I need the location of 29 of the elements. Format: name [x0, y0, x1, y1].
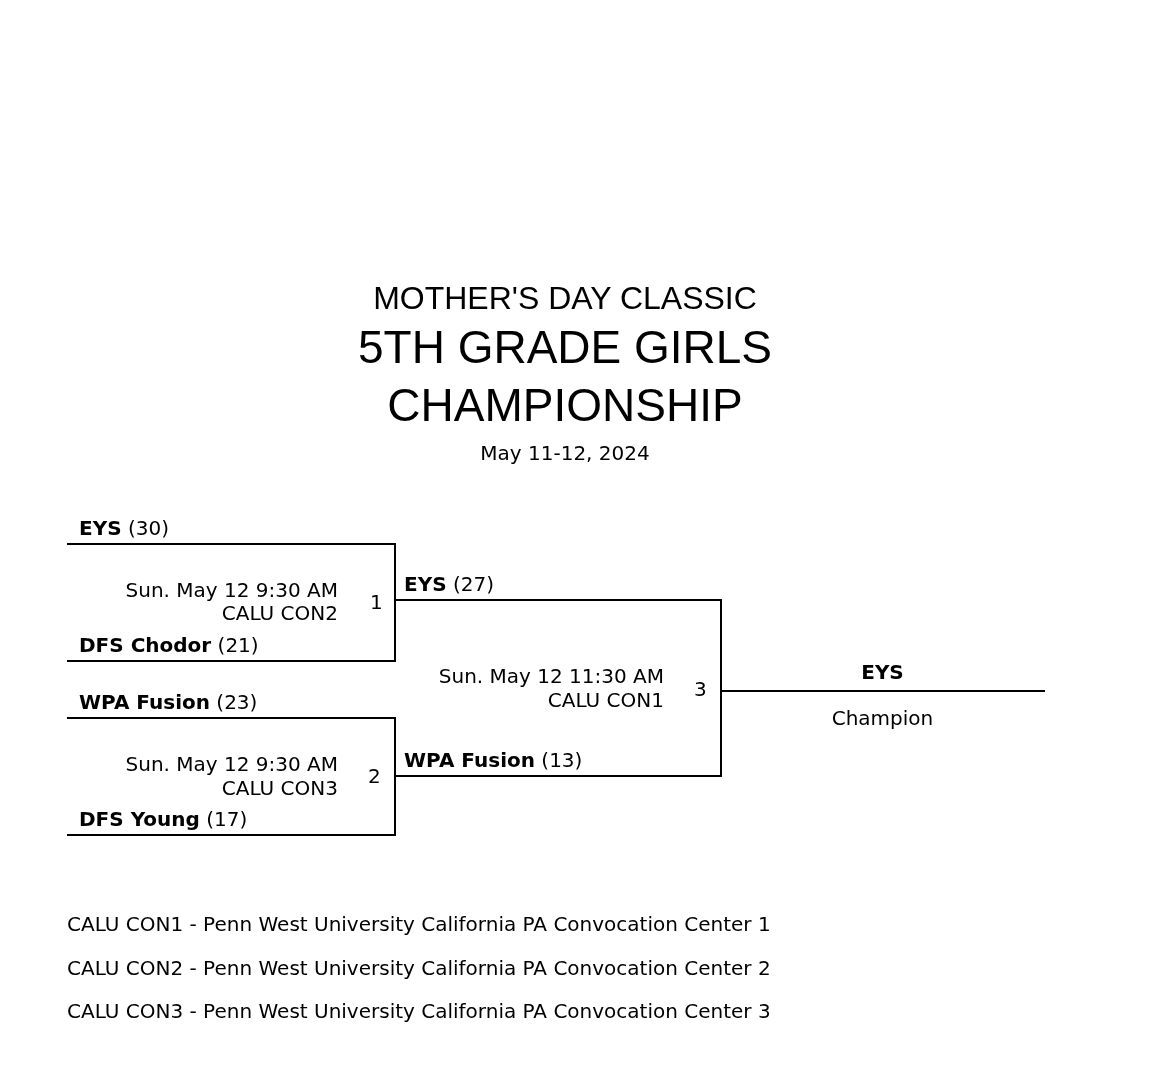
bracket-slot: EYS (30) — [67, 511, 396, 545]
venue-note: CALU CON3 - Penn West University California PA Convocation Center 3 — [67, 999, 771, 1023]
match-time: Sun. May 12 11:30 AM — [438, 664, 664, 688]
court-code: CALU CON3 — [221, 776, 338, 800]
bracket-slot: WPA Fusion (23) — [67, 685, 396, 719]
bracket-line — [720, 599, 722, 692]
page-title: 5TH GRADE GIRLS CHAMPIONSHIP — [356, 320, 774, 433]
match-number: 1 — [370, 590, 383, 614]
court-code: CALU CON2 — [221, 601, 338, 625]
bracket-slot: EYS (27) — [394, 567, 722, 601]
match-time: Sun. May 12 9:30 AM — [125, 752, 338, 776]
bracket-line — [720, 690, 722, 777]
event-date: May 11-12, 2024 — [480, 440, 650, 466]
match-number: 3 — [694, 677, 707, 701]
bracket-slot: DFS Chodor (21) — [67, 628, 396, 662]
bracket-line — [394, 775, 396, 836]
bracket-slot: DFS Young (17) — [67, 802, 396, 836]
bracket-line — [394, 543, 396, 601]
match-number: 2 — [368, 764, 381, 788]
team-name: EYS — [861, 659, 904, 685]
bracket-slot: WPA Fusion (13) — [394, 743, 722, 777]
match-time: Sun. May 12 9:30 AM — [125, 578, 338, 602]
champion-label: Champion — [831, 705, 934, 731]
bracket-line — [394, 717, 396, 777]
court-code: CALU CON1 — [547, 688, 664, 712]
event-name: MOTHER'S DAY CLASSIC — [373, 280, 757, 316]
venue-note: CALU CON1 - Penn West University California PA Convocation Center 1 — [67, 912, 771, 936]
venue-note: CALU CON2 - Penn West University California PA Convocation Center 2 — [67, 956, 771, 980]
bracket-line — [394, 599, 396, 662]
